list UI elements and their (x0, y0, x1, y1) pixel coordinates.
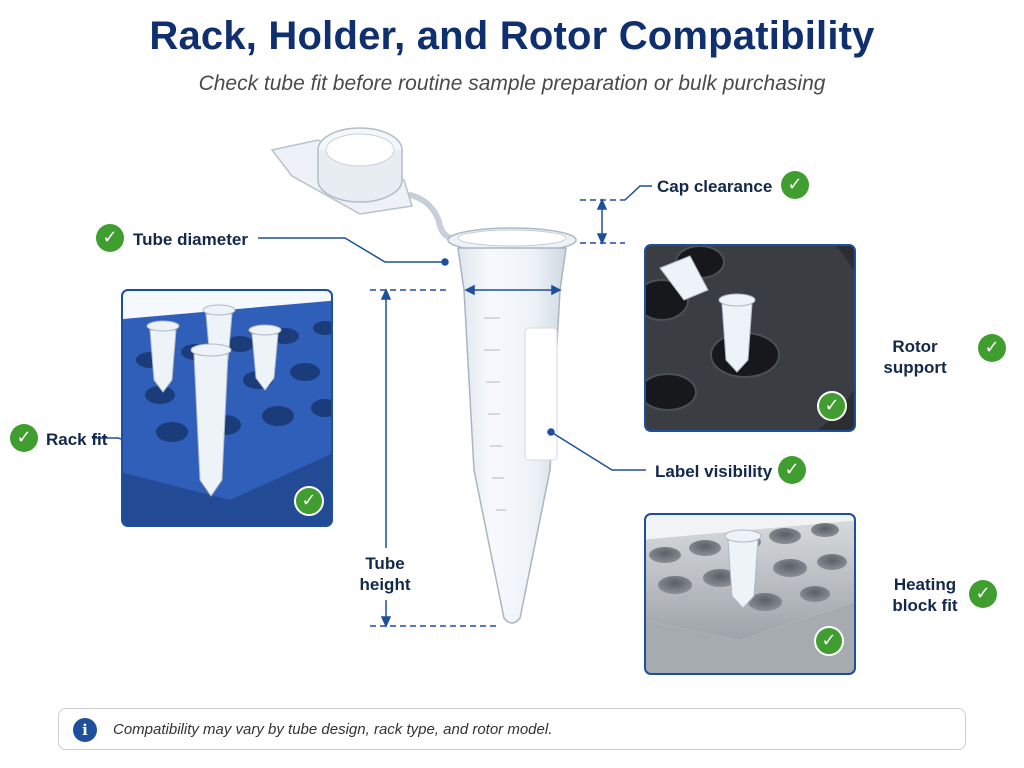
check-mark-icon: ✓ (814, 626, 844, 656)
rotor-inset (644, 244, 856, 432)
page-title: Rack, Holder, and Rotor Compatibility (149, 14, 875, 58)
callout-rack-fit: Rack fit (46, 430, 108, 449)
rack-inset (121, 289, 333, 527)
callout-tube-height: Tube height (359, 554, 411, 594)
check-mark-icon: ✓ (781, 171, 809, 199)
check-mark-icon: ✓ (817, 391, 847, 421)
heating-block-inset (644, 513, 856, 675)
callout-heating-block-fit: Heating block fit (892, 575, 958, 615)
callout-label-visibility: Label visibility (655, 462, 773, 481)
callout-cap-clearance: Cap clearance (657, 177, 773, 196)
compatibility-note: i Compatibility may vary by tube design,… (58, 708, 966, 750)
info-icon: i (73, 718, 97, 742)
callout-tube-diameter: Tube diameter (133, 230, 248, 249)
check-mark-icon: ✓ (978, 334, 1006, 362)
check-mark-icon: ✓ (969, 580, 997, 608)
microcentrifuge-tube (270, 127, 577, 624)
check-mark-icon: ✓ (10, 424, 38, 452)
page-subtitle: Check tube fit before routine sample pre… (198, 72, 826, 95)
check-mark-icon: ✓ (778, 456, 806, 484)
tube-cap (270, 127, 413, 215)
check-mark-icon: ✓ (96, 224, 124, 252)
callout-rotor-support: Rotor support (883, 337, 947, 377)
check-mark-icon: ✓ (294, 486, 324, 516)
compatibility-note-text: Compatibility may vary by tube design, r… (113, 721, 553, 738)
